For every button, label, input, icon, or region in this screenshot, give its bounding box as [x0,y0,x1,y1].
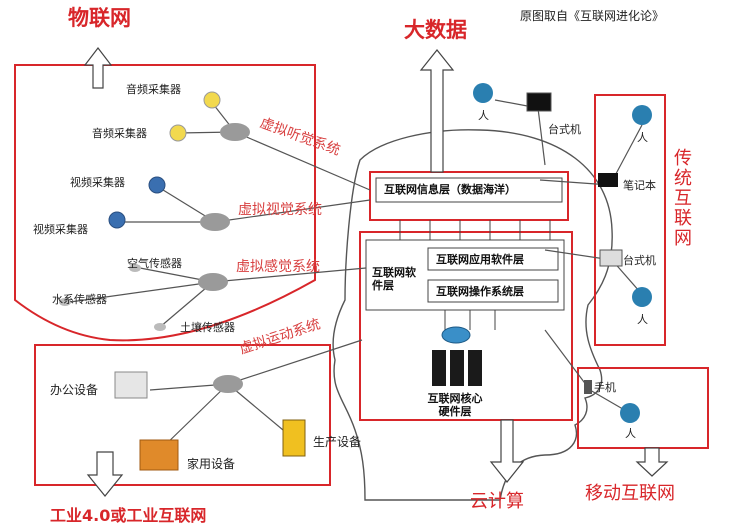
hub-node [200,213,230,231]
production-equipment-label: 生产设备 [313,435,362,449]
laptop-label: 笔记本 [623,179,656,192]
phone-icon [584,380,592,394]
mobile-frame [577,367,709,449]
traditional-internet-title: 传统互联网 [671,148,692,248]
info-layer-inner [375,177,563,203]
bigdata-up-arrow [419,49,455,173]
person-label: 人 [478,109,489,122]
big-data-title: 大数据 [404,18,467,42]
appliance-icon [139,439,179,471]
sensor-node [129,264,141,272]
app-layer-box [427,247,559,271]
video-collector-icon [148,176,166,194]
iot-title: 物联网 [68,6,131,30]
industry-down-arrow [86,451,124,497]
audio-collector-icon [169,124,187,142]
info-layer-label: 互联网信息层（数据海洋） [384,183,516,196]
person-icon [632,105,652,125]
monitor-icon [599,249,623,267]
hub-node [198,273,228,291]
video-collector-label: 视频采集器 [33,223,88,236]
monitor-icon [526,92,552,112]
mobile-internet-title: 移动互联网 [585,483,675,504]
air-sensor-label: 空气传感器 [127,257,182,270]
audio-collector-label: 音频采集器 [126,83,181,96]
traditional-frame [594,94,666,346]
os-layer-label: 互联网操作系统层 [436,285,524,298]
os-layer-box [427,279,559,303]
iot-up-arrow [83,47,113,89]
app-layer-label: 互联网应用软件层 [436,253,524,266]
router-icon [441,326,471,344]
office-equipment-label: 办公设备 [50,383,99,397]
server-icon-2 [450,350,464,386]
iot-frame [14,64,316,342]
audio-collector-label: 音频采集器 [92,127,147,140]
iot-links [69,99,371,328]
home-appliance-label: 家用设备 [187,457,236,471]
industry-title: 工业4.0或工业互联网 [50,506,207,525]
desktop-label: 台式机 [548,123,581,136]
cloud-computing-title: 云计算 [470,491,524,512]
mobile-down-arrow [635,447,669,477]
source-note: 原图取自《互联网进化论》 [520,9,665,23]
core-frame [359,231,573,421]
core-hardware-label: 互联网核心硬件层 [427,392,483,418]
sensor-node [59,298,71,306]
person-icon [473,83,493,103]
info-layer-frame [369,171,569,221]
audio-collector-icon [203,91,221,109]
person-icon [632,287,652,307]
water-sensor-label: 水系传感器 [52,293,107,306]
laptop-icon [598,173,618,187]
printer-icon [114,371,148,399]
hub-node [213,375,243,393]
person-icon [620,403,640,423]
server-icon [432,350,446,386]
person-label: 人 [637,313,648,326]
layer-connectors [399,220,551,330]
person-label: 人 [637,131,648,144]
software-layer-label: 互联网软件层 [372,266,416,292]
sensation-system-label: 虚拟感觉系统 [236,259,320,275]
video-collector-icon [108,211,126,229]
person-label: 人 [625,427,636,440]
vision-system-label: 虚拟视觉系统 [238,202,322,218]
output-arrows [83,47,669,497]
industry-frame [34,344,331,486]
hub-node [220,123,250,141]
soil-sensor-label: 土壤传感器 [180,321,235,334]
video-collector-label: 视频采集器 [70,176,125,189]
phone-label: 手机 [594,381,616,394]
sensor-node [154,323,166,331]
server-icon-3 [468,350,482,386]
head-silhouette [332,129,613,501]
cloud-down-arrow [489,419,525,483]
desktop-label: 台式机 [623,254,656,267]
forklift-icon [282,419,306,457]
